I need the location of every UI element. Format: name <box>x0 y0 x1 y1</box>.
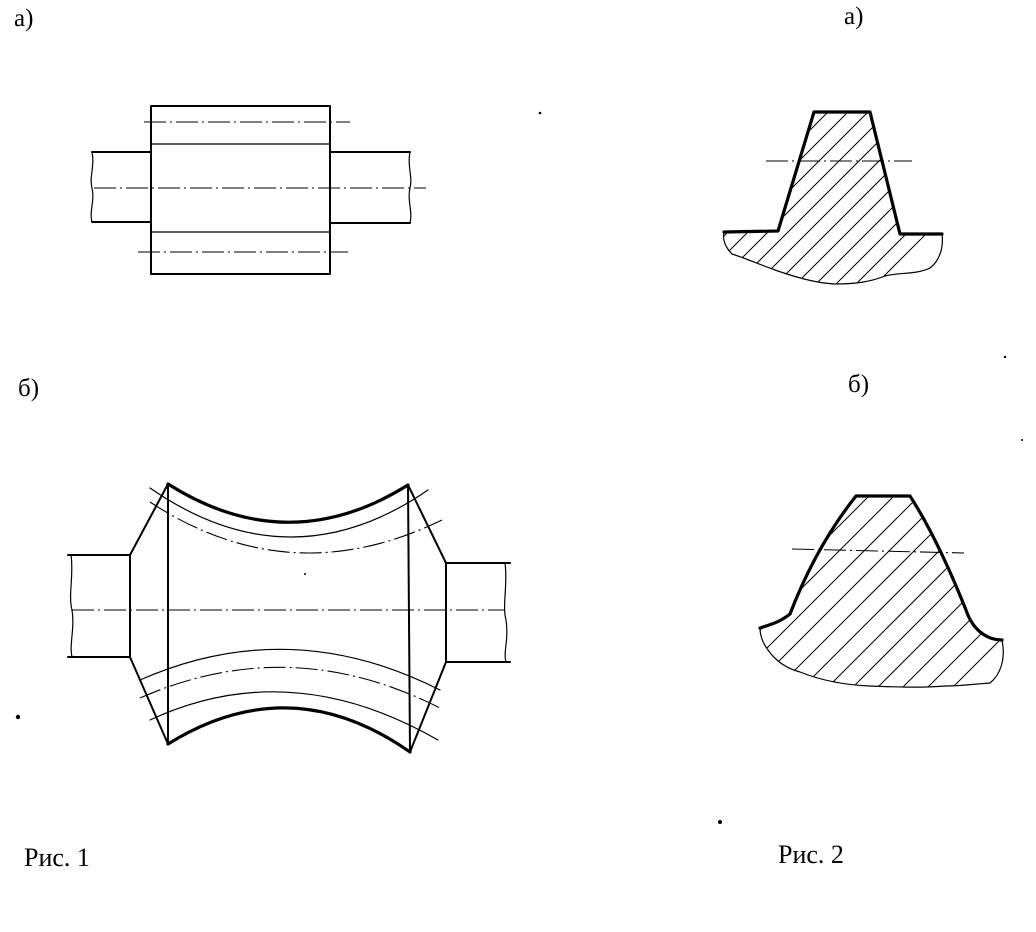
figure2-caption: Рис. 2 <box>778 840 844 869</box>
fig2b-curved-tooth <box>758 494 1004 688</box>
scan-specks <box>15 111 1023 824</box>
figure1-label-b: б) <box>18 375 40 402</box>
figure1-caption: Рис. 1 <box>24 843 90 872</box>
figure2-label-b: б) <box>848 371 870 398</box>
fig2a-straight-tooth <box>722 110 944 285</box>
figure1-label-a: а) <box>14 5 34 32</box>
figure2-label-a: а) <box>844 3 864 30</box>
fig1a-cylindrical-gear <box>90 105 426 275</box>
fig1b-globoid-gear <box>67 482 511 754</box>
